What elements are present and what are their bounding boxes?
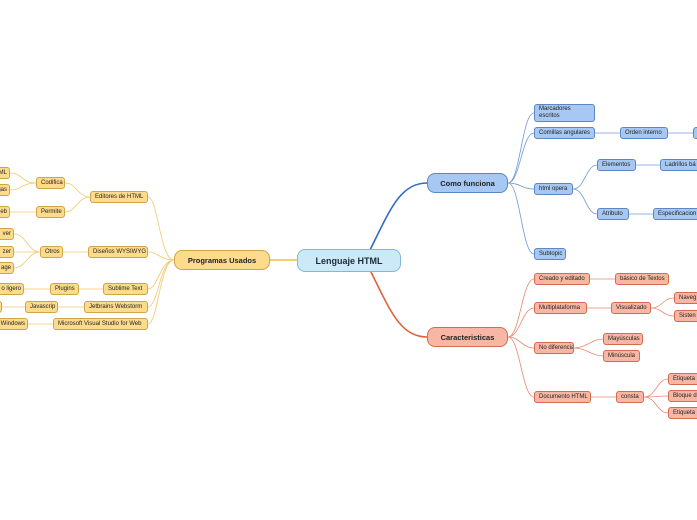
node-otros-leaf-2[interactable]: zer (0, 246, 14, 258)
node-permite-leaf[interactable]: eb (0, 206, 10, 218)
node-visualizado[interactable]: Visualizado (611, 302, 651, 314)
node-etiqueta-1[interactable]: Etiqueta (668, 373, 697, 385)
node-naveg[interactable]: Naveg (674, 292, 697, 304)
node-orden-interno-child[interactable] (693, 127, 697, 139)
node-comillas-angulares[interactable]: Comillas angulares (534, 127, 595, 139)
node-marcadores-escritos[interactable]: Marcadores escritos (534, 104, 595, 122)
connector-central-como (369, 182, 428, 251)
node-atributo[interactable]: Atributo (597, 208, 629, 220)
node-especificacion[interactable]: Especificacion (653, 208, 697, 220)
node-otros-leaf-1[interactable]: ver (0, 228, 14, 240)
node-html-opera[interactable]: html opera (534, 183, 573, 195)
node-basico-textos[interactable]: básico de Textos (615, 273, 669, 285)
topic-caracteristicas[interactable]: Caracteristicas (427, 327, 508, 347)
node-orden-interno[interactable]: Orden interno (620, 127, 668, 139)
topic-como-funciona[interactable]: Como funciona (427, 173, 508, 193)
node-plugins[interactable]: Plugins (50, 283, 79, 295)
node-bloque[interactable]: Bloque d (668, 390, 697, 402)
node-codifica[interactable]: Codifica (36, 177, 65, 189)
node-no-diferencia[interactable]: No diferencia (534, 342, 574, 354)
node-etiqueta-2[interactable]: Etiqueta (668, 407, 697, 419)
node-multiplataforma[interactable]: Multiplataforma (534, 302, 587, 314)
node-mayusculas[interactable]: Mayúsculas (603, 333, 643, 345)
central-topic[interactable]: Lenguaje HTML (297, 249, 401, 272)
node-sisten[interactable]: Sisten (674, 310, 697, 322)
topic-programas-usados[interactable]: Programas Usados (174, 250, 270, 270)
node-minuscula[interactable]: Minúscula (603, 350, 640, 362)
node-codifica-leaf-1[interactable]: ML (0, 167, 10, 179)
node-creado-editado[interactable]: Creado y editado (534, 273, 590, 285)
node-codifica-leaf-2[interactable]: gas (0, 184, 10, 196)
node-ladrillos[interactable]: Ladrillos bá (660, 159, 697, 171)
node-permite[interactable]: Permite (36, 206, 65, 218)
node-otros[interactable]: Otros (40, 246, 63, 258)
node-microsoft-visual-studio[interactable]: Microsoft Visual Studio for Web (53, 318, 148, 330)
node-javascrip[interactable]: Javascrip (25, 301, 58, 313)
node-sublime-text[interactable]: Sublime Text (103, 283, 148, 295)
node-otros-leaf-3[interactable]: age (0, 262, 14, 274)
node-windows[interactable]: Windows (0, 318, 28, 330)
connector-central-caract (369, 269, 428, 338)
node-javascrip-leaf[interactable] (0, 301, 2, 313)
node-documento-html[interactable]: Documento HTML (534, 391, 591, 403)
node-editores-html[interactable]: Editores de HTML (90, 191, 148, 203)
node-disenos-wysiwyg[interactable]: Diseños WYSIWYG (88, 246, 148, 258)
node-consta[interactable]: consta (616, 391, 644, 403)
node-elementos[interactable]: Elementos (597, 159, 636, 171)
node-subtopic[interactable]: Subtopic (534, 248, 566, 260)
node-plugins-leaf[interactable]: o ligero (0, 283, 24, 295)
node-jetbrains-webstorm[interactable]: Jetbrains Webstorm (84, 301, 148, 313)
